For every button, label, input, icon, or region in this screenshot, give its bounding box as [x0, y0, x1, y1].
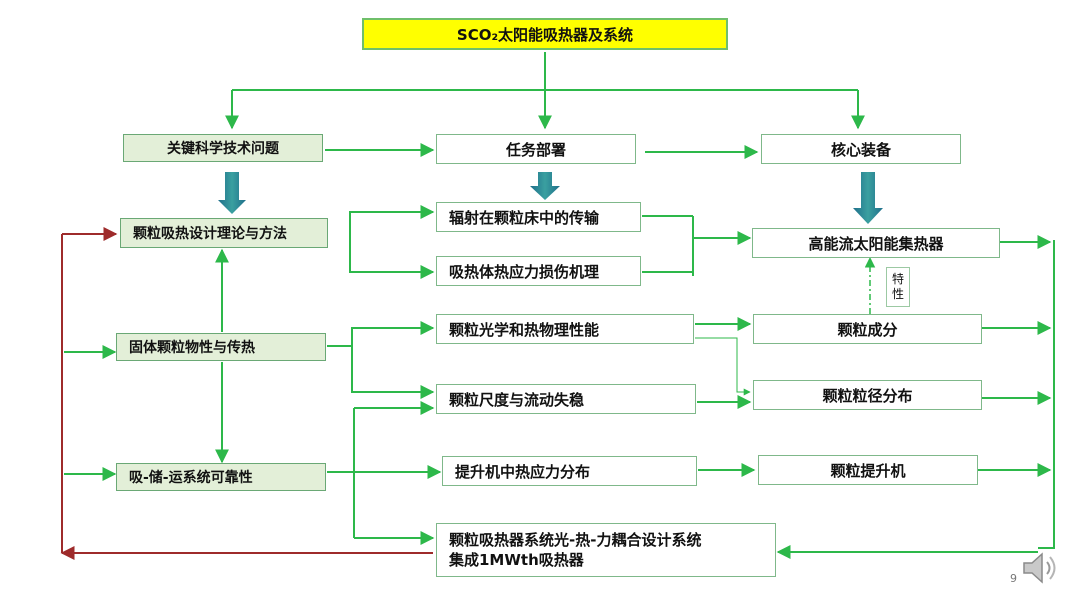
equipment-particle-composition: 颗粒成分	[753, 314, 982, 344]
connectors	[64, 52, 1055, 559]
property-note-line1: 特	[891, 272, 904, 286]
issue-design-theory: 颗粒吸热设计理论与方法	[120, 218, 328, 248]
equipment-particle-size: 颗粒粒径分布	[753, 380, 982, 410]
block-arrow-issues	[218, 172, 246, 214]
task3-to-size-arrow	[695, 337, 751, 396]
right-bus-line	[1038, 240, 1055, 549]
integration-line1: 颗粒吸热器系统光-热-力耦合设计系统	[449, 531, 702, 549]
issue2-to-task3-arrow	[351, 321, 435, 346]
task-size-flow-instability: 颗粒尺度与流动失稳	[436, 384, 696, 414]
feedback-loop	[60, 227, 433, 560]
integration-box: 颗粒吸热器系统光-热-力耦合设计系统 集成1MWth吸热器	[436, 523, 776, 577]
issue1-to-task1-arrow	[349, 205, 435, 232]
page-number: 9	[1010, 572, 1017, 585]
equipment-solar-collector: 高能流太阳能集热器	[752, 228, 1000, 258]
integration-line2: 集成1MWth吸热器	[449, 551, 584, 569]
property-note-line2: 性	[891, 287, 904, 301]
issues-header: 关键科学技术问题	[123, 134, 323, 162]
block-arrow-equipment	[853, 172, 883, 224]
block-arrows	[218, 172, 883, 224]
diagram-title: SCO₂太阳能吸热器及系统	[362, 18, 728, 50]
issue1-to-task2-arrow	[349, 232, 435, 279]
equipment-particle-elevator: 颗粒提升机	[758, 455, 978, 485]
task-thermal-stress-damage: 吸热体热应力损伤机理	[436, 256, 641, 286]
task-optical-thermal-properties: 颗粒光学和热物理性能	[436, 314, 694, 344]
task-elevator-stress: 提升机中热应力分布	[442, 456, 697, 486]
equipment-header: 核心装备	[761, 134, 961, 164]
issue2-to-task4-arrow	[351, 346, 435, 399]
issue-system-reliability: 吸-储-运系统可靠性	[116, 463, 326, 491]
tasks-header: 任务部署	[436, 134, 636, 164]
issue-particle-properties: 固体颗粒物性与传热	[116, 333, 326, 361]
speaker-icon[interactable]	[1018, 546, 1062, 590]
task-radiation-transport: 辐射在颗粒床中的传输	[436, 202, 641, 232]
block-arrow-tasks	[530, 172, 560, 200]
property-note: 特 性	[886, 267, 910, 307]
